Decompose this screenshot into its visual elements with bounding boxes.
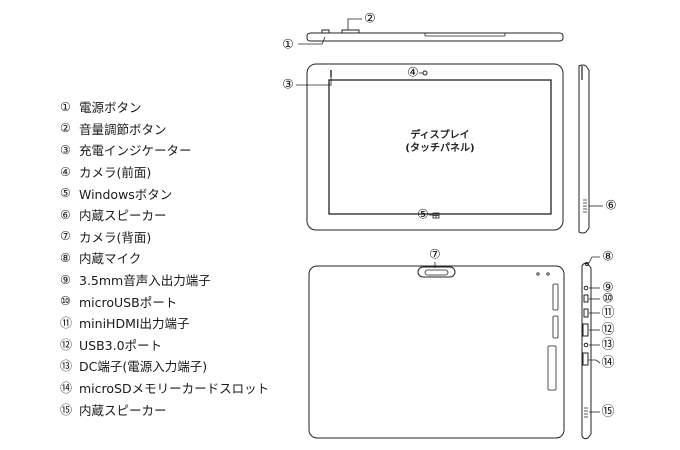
- legend-item: ⑩ microUSBポート: [60, 290, 269, 312]
- legend-item: ⑦ カメラ(背面): [60, 226, 269, 248]
- callout-1: ①: [282, 38, 294, 53]
- legend-label: 3.5mm音声入出力端子: [79, 273, 211, 289]
- legend-item: ⑫ USB3.0ポート: [60, 334, 269, 356]
- legend-label: microSDメモリーカードスロット: [79, 381, 270, 397]
- front-camera-icon: [422, 70, 428, 76]
- tablet-front-body: [306, 63, 564, 231]
- leader-lines: [296, 18, 603, 413]
- callout-10: ⑩: [602, 292, 614, 307]
- legend-number: ⑬: [60, 359, 73, 374]
- callout-6: ⑥: [605, 199, 617, 214]
- legend-item: ④ カメラ(前面): [60, 161, 269, 183]
- callout-2: ②: [364, 12, 376, 27]
- legend-number: ⑥: [60, 207, 71, 222]
- legend-number: ⑧: [60, 250, 71, 265]
- tablet-back-view: [308, 265, 565, 439]
- tablet-front-view: [306, 63, 564, 231]
- microusb-port-icon: [583, 294, 589, 303]
- legend-number: ②: [60, 121, 71, 136]
- legend-number: ①: [60, 99, 71, 114]
- legend-label: Windowsボタン: [79, 186, 173, 202]
- legend-number: ⑤: [60, 186, 71, 201]
- legend-item: ⑮ 内蔵スピーカー: [60, 398, 269, 420]
- speaker-grille-icon: [583, 199, 587, 213]
- callout-4: ④: [407, 66, 419, 81]
- display-area: [328, 79, 552, 215]
- tablet-side-view-upper: [578, 64, 590, 234]
- callout-14: ⑭: [601, 356, 614, 371]
- legend-label: miniHDMI出力端子: [79, 316, 190, 332]
- legend-number: ⑫: [60, 337, 73, 352]
- legend-item: ② 音量調節ボタン: [60, 118, 269, 140]
- callout-8: ⑧: [602, 250, 614, 265]
- legend-label: カメラ(背面): [79, 229, 152, 245]
- legend-number: ⑭: [60, 381, 73, 396]
- display-label: ディスプレイ (タッチパネル): [329, 129, 551, 155]
- legend-number: ⑮: [60, 402, 73, 417]
- callout-7: ⑦: [429, 248, 441, 263]
- legend-item: ⑬ DC端子(電源入力端子): [60, 355, 269, 377]
- display-label-line2: (タッチパネル): [405, 143, 475, 154]
- legend-item: ① 電源ボタン: [60, 96, 269, 118]
- legend-number: ⑩: [60, 294, 71, 309]
- legend-number: ⑦: [60, 229, 71, 244]
- microsd-slot-icon: [582, 352, 589, 366]
- callout-3: ③: [282, 78, 294, 93]
- callout-9: ⑨: [602, 281, 614, 296]
- legend-label: 内蔵スピーカー: [79, 402, 167, 418]
- legend-item: ⑨ 3.5mm音声入出力端子: [60, 269, 269, 291]
- callout-13: ⑬: [601, 338, 614, 353]
- tablet-top-edge-view: [306, 29, 564, 42]
- legend-label: 内蔵マイク: [79, 251, 142, 267]
- legend-number: ③: [60, 142, 71, 157]
- callout-11: ⑪: [601, 306, 614, 321]
- legend-item: ⑭ microSDメモリーカードスロット: [60, 377, 269, 399]
- volume-button-shape: [341, 29, 360, 34]
- usb3-port-icon: [582, 323, 589, 337]
- parts-legend: ① 電源ボタン ② 音量調節ボタン ③ 充電インジケーター ④ カメラ(前面) ⑤ Win…: [60, 96, 269, 420]
- legend-item: ⑪ miniHDMI出力端子: [60, 312, 269, 334]
- legend-item: ⑥ 内蔵スピーカー: [60, 204, 269, 226]
- legend-label: USB3.0ポート: [79, 337, 163, 353]
- microphone-icon: [585, 262, 589, 266]
- legend-label: 音量調節ボタン: [79, 121, 167, 137]
- callout-5: ⑤: [417, 208, 429, 223]
- minihdmi-port-icon: [583, 308, 589, 318]
- dc-jack-icon: [583, 342, 589, 348]
- callout-12: ⑫: [601, 323, 614, 338]
- windows-logo-icon: [432, 212, 440, 219]
- legend-item: ⑧ 内蔵マイク: [60, 247, 269, 269]
- legend-number: ⑪: [60, 316, 73, 331]
- tablet-side-view-lower: [581, 262, 592, 440]
- callout-15: ⑮: [601, 405, 614, 420]
- audio-jack-icon: [583, 285, 589, 291]
- legend-label: 電源ボタン: [79, 100, 142, 116]
- legend-item: ⑤ Windowsボタン: [60, 182, 269, 204]
- speaker-grille-icon: [584, 407, 588, 418]
- legend-number: ⑨: [60, 272, 71, 287]
- legend-label: microUSBポート: [79, 294, 178, 310]
- legend-label: 充電インジケーター: [79, 143, 192, 159]
- tablet-back-body: [308, 265, 565, 439]
- power-button-shape: [321, 29, 330, 34]
- legend-number: ④: [60, 164, 71, 179]
- legend-label: DC端子(電源入力端子): [79, 359, 208, 375]
- legend-label: カメラ(前面): [79, 165, 152, 181]
- legend-label: 内蔵スピーカー: [79, 208, 167, 224]
- rear-camera-icon: [417, 266, 456, 278]
- legend-item: ③ 充電インジケーター: [60, 139, 269, 161]
- display-label-line1: ディスプレイ: [410, 130, 470, 141]
